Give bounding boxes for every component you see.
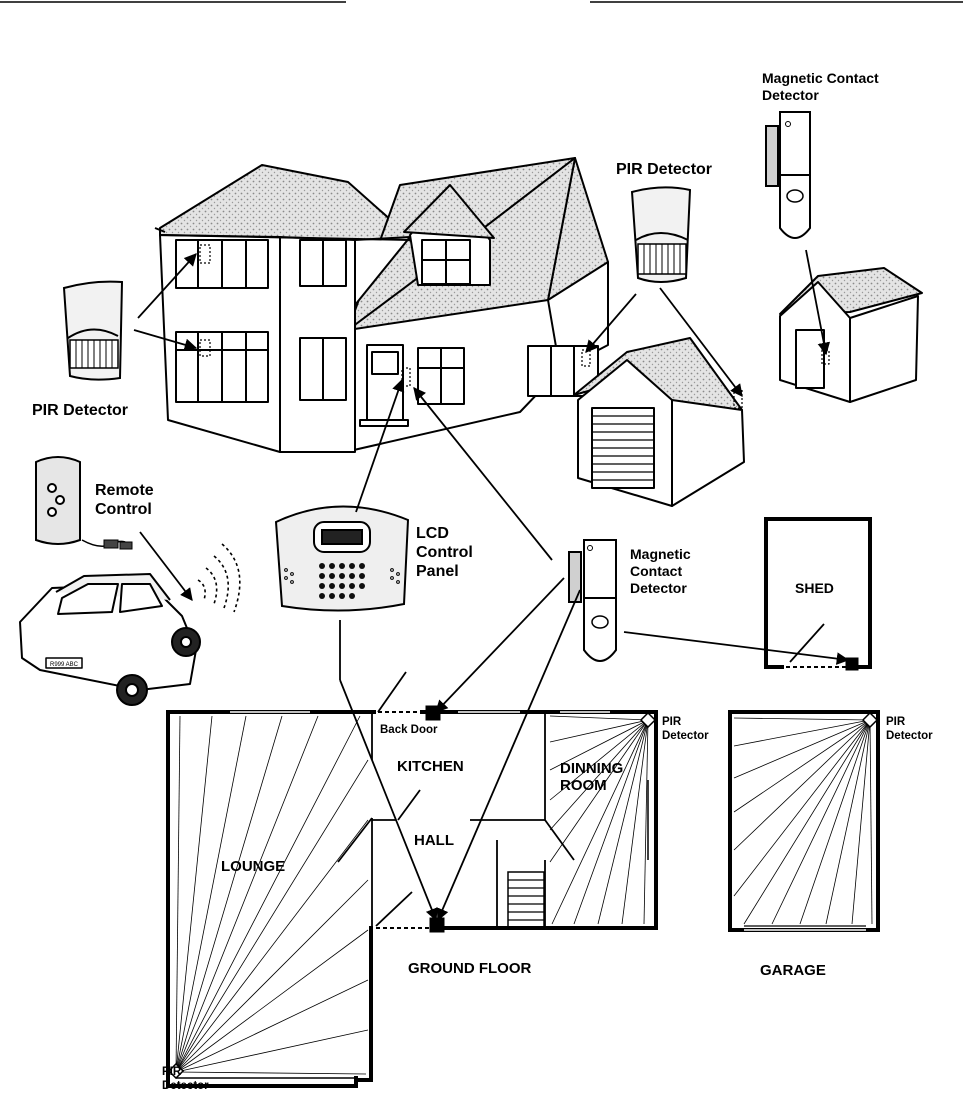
label-shed: SHED	[795, 580, 834, 597]
label-back-door: Back Door	[380, 724, 438, 738]
signal-waves-icon	[198, 544, 240, 612]
garage-illustration	[574, 338, 744, 506]
house-illustration	[155, 158, 608, 452]
garage-plan	[730, 712, 878, 930]
label-lcd-control-panel: LCD Control Panel	[416, 524, 473, 582]
lcd-panel-icon	[276, 506, 408, 610]
label-dinning-room: DINNING ROOM	[560, 760, 623, 795]
label-ground-floor: GROUND FLOOR	[408, 960, 531, 978]
car-plate-text: R999 ABC	[50, 662, 79, 668]
label-magnetic-contact-top: Magnetic Contact Detector	[762, 70, 879, 104]
pir-coverage-garage	[734, 718, 872, 924]
label-pir-detector-left: PIR Detector	[32, 401, 128, 420]
label-magnetic-contact-mid: Magnetic Contact Detector	[630, 546, 691, 596]
label-remote-control: Remote Control	[95, 481, 154, 519]
label-pir-dining: PIR Detector	[662, 716, 709, 744]
magnetic-contact-icon	[766, 112, 810, 238]
label-garage: GARAGE	[760, 962, 826, 980]
label-kitchen: KITCHEN	[397, 758, 464, 776]
pir-detector-icon	[64, 282, 122, 380]
label-hall: HALL	[414, 832, 454, 850]
label-pir-detector-top: PIR Detector	[616, 160, 712, 179]
pir-sensor-dining	[641, 713, 655, 727]
pir-coverage-lounge	[176, 716, 368, 1074]
label-pir-garage: PIR Detector	[886, 716, 933, 744]
label-lounge: LOUNGE	[221, 858, 285, 876]
pir-detector-icon	[632, 187, 690, 282]
pir-coverage-dining	[550, 716, 648, 924]
shed-illustration	[780, 268, 922, 402]
car-illustration: R999 ABC	[20, 574, 200, 705]
label-pir-lounge: PIR Detector	[162, 1066, 209, 1094]
